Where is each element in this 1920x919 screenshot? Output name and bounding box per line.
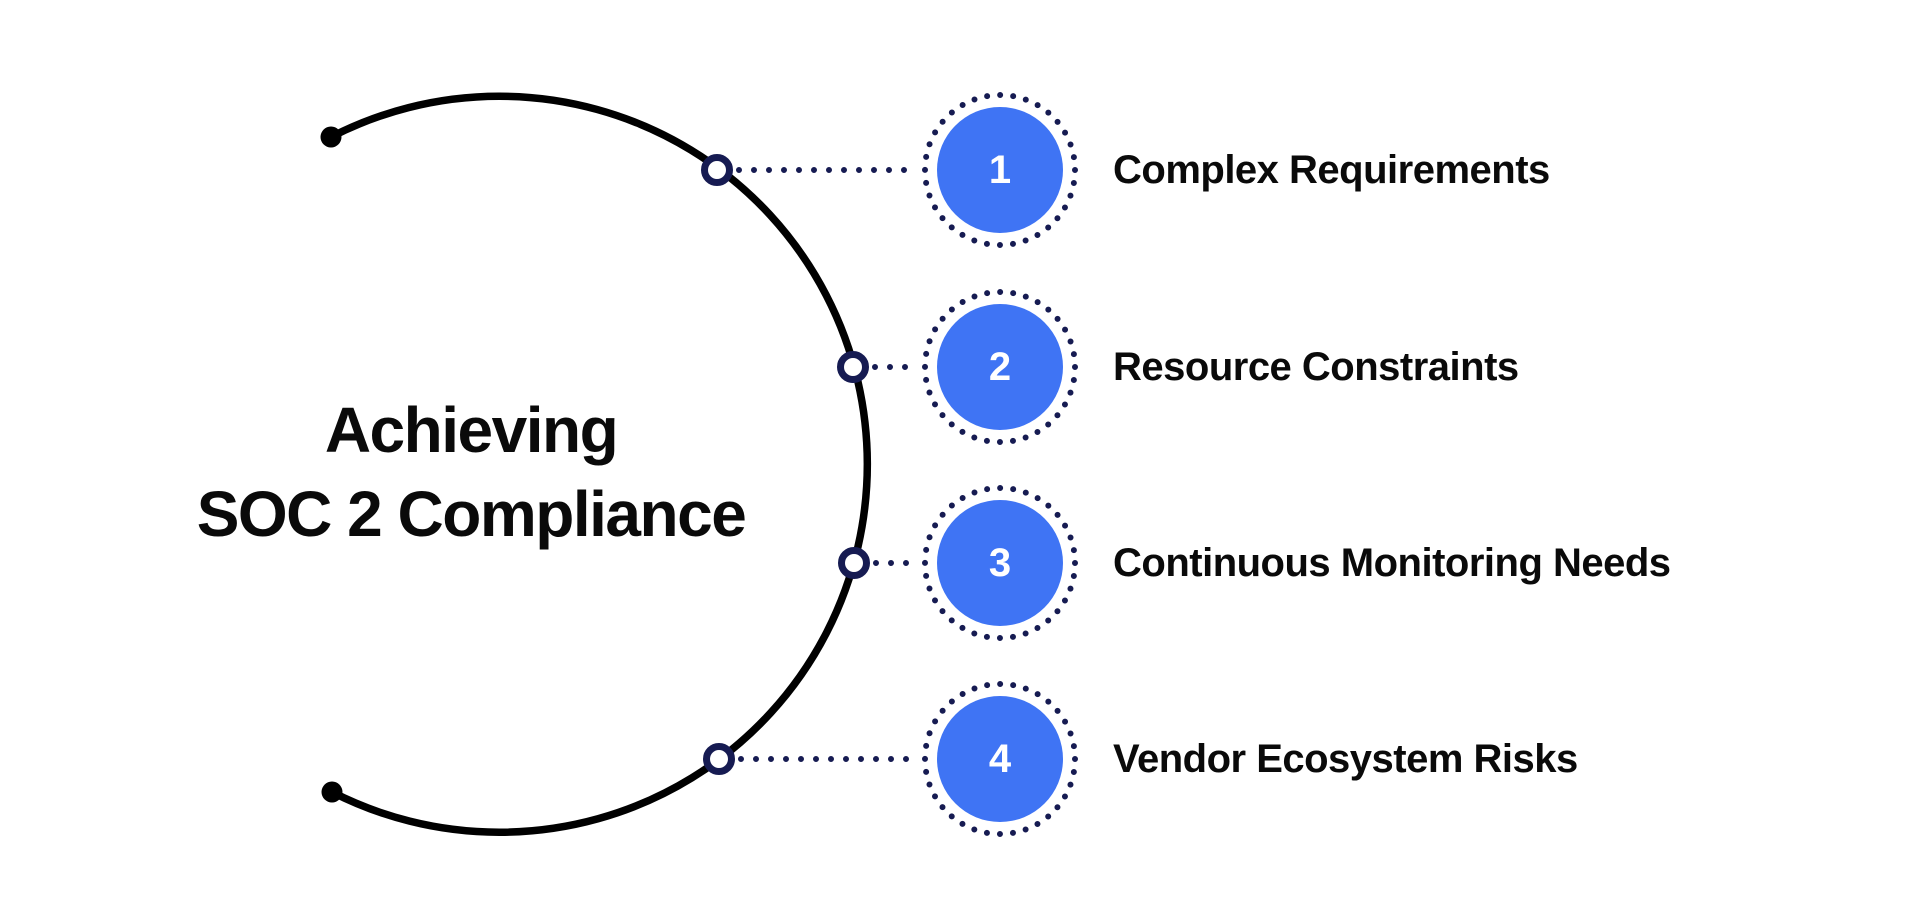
dotted-ring-1 xyxy=(922,92,1078,248)
dotted-ring-3 xyxy=(922,485,1078,641)
item-label-4: Vendor Ecosystem Risks xyxy=(1113,737,1578,781)
item-number-3: 3 xyxy=(989,541,1011,585)
number-circle-4 xyxy=(937,696,1063,822)
number-circle-1 xyxy=(937,107,1063,233)
number-circle-2 xyxy=(937,304,1063,430)
arc-node-marker-2 xyxy=(837,351,869,383)
dotted-ring-4 xyxy=(922,681,1078,837)
arc-node-marker-4 xyxy=(703,743,735,775)
item-number-1: 1 xyxy=(989,148,1011,192)
item-number-2: 2 xyxy=(989,345,1011,389)
dotted-ring-2 xyxy=(922,289,1078,445)
item-row-2: 2 Resource Constraints xyxy=(837,289,1519,445)
item-label-1: Complex Requirements xyxy=(1113,148,1550,192)
item-row-1: 1 Complex Requirements xyxy=(701,92,1550,248)
item-row-4: 4 Vendor Ecosystem Risks xyxy=(703,681,1578,837)
arc-start-dot xyxy=(320,126,342,148)
arc-node-marker-1 xyxy=(701,154,733,186)
number-circle-3 xyxy=(937,500,1063,626)
title-line-2: SOC 2 Compliance xyxy=(197,478,746,550)
main-arc xyxy=(327,92,872,836)
arc-end-dot xyxy=(321,781,343,803)
diagram-title: Achieving SOC 2 Compliance xyxy=(197,394,747,550)
item-label-2: Resource Constraints xyxy=(1113,345,1519,389)
item-row-3: 3 Continuous Monitoring Needs xyxy=(838,485,1671,641)
arc-node-marker-3 xyxy=(838,547,870,579)
item-label-3: Continuous Monitoring Needs xyxy=(1113,541,1671,585)
item-number-4: 4 xyxy=(989,737,1012,781)
title-line-1: Achieving xyxy=(325,394,617,466)
